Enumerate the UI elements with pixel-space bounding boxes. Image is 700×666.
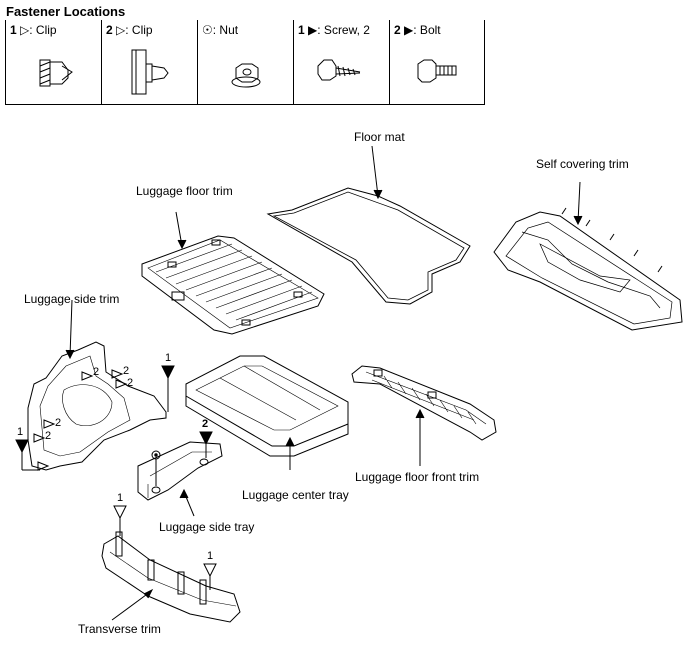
circle-dot-icon: ☉ [202, 23, 213, 37]
callout-number: 1 [165, 352, 172, 364]
luggage-side-trim-label: Luggage side trim [24, 292, 120, 306]
callout-number: 2 [93, 366, 100, 378]
callout-number: 1 [207, 550, 214, 562]
legend-label: : Bolt [413, 23, 441, 37]
legend-number: 1 [10, 23, 17, 37]
callout-number: 2 [45, 430, 52, 442]
self-covering-trim-shape [493, 211, 683, 331]
solid-triangle-icon: ▶ [404, 23, 414, 37]
clip-2-icon [131, 49, 169, 95]
luggage-floor-trim-shape [141, 235, 325, 335]
luggage-side-tray-label: Luggage side tray [159, 520, 255, 534]
legend-bolt: 2 ▶: Bolt [389, 20, 485, 105]
transverse-trim-shape [101, 535, 241, 623]
callout-number: 2 [202, 418, 209, 430]
page-title: Fastener Locations [6, 4, 126, 19]
legend-number: 2 [106, 23, 113, 37]
clip-1-icon [39, 59, 73, 87]
legend-label: : Nut [212, 23, 239, 37]
callout-number: 2 [123, 365, 130, 377]
solid-triangle-icon: ▶ [308, 23, 318, 37]
callout-number: 1 [17, 426, 24, 438]
luggage-side-tray-shape [137, 441, 223, 501]
callout-number: 2 [55, 417, 62, 429]
callout-number: 1 [117, 492, 124, 504]
legend-clip-1: 1 ▷: Clip [5, 20, 101, 105]
callout-number: 2 [127, 377, 134, 389]
floor-mat-shape [266, 187, 471, 305]
luggage-floor-front-trim-label: Luggage floor front trim [355, 470, 480, 484]
luggage-floor-trim-label: Luggage floor trim [136, 184, 233, 198]
bolt-icon [417, 59, 457, 83]
legend-number: 2 [394, 23, 401, 37]
floor-mat-label: Floor mat [354, 130, 405, 144]
legend-nut: ☉: Nut [197, 20, 293, 105]
legend-label: : Clip [125, 23, 153, 37]
nut-icon [231, 63, 261, 88]
luggage-side-trim-shape [27, 341, 167, 471]
fastener-legend: 1 ▷: Clip 2 ▷: Clip ☉: Nut 1 [5, 20, 497, 105]
screw-icon [317, 59, 361, 81]
legend-label: : Screw, 2 [317, 23, 370, 37]
legend-number: 1 [298, 23, 305, 37]
self-covering-trim-label: Self covering trim [536, 157, 629, 171]
legend-label: : Clip [29, 23, 57, 37]
legend-clip-2: 2 ▷: Clip [101, 20, 197, 105]
luggage-center-tray-label: Luggage center tray [242, 488, 349, 502]
transverse-trim-label: Transverse trim [78, 622, 161, 636]
legend-screw: 1 ▶: Screw, 2 [293, 20, 389, 105]
outline-triangle-icon: ▷ [20, 23, 30, 37]
outline-triangle-icon: ▷ [116, 23, 126, 37]
luggage-floor-front-trim-shape [351, 365, 497, 441]
